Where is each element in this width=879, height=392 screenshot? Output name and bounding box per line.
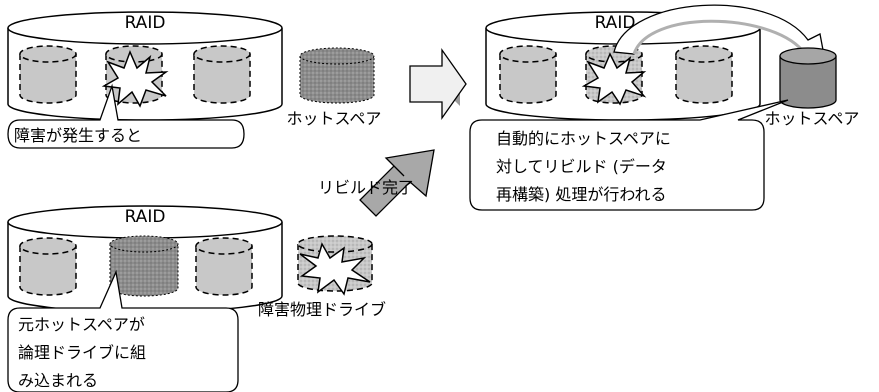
disk-1 [499,45,557,104]
callout-failure: 障害が発生すると [7,83,245,149]
disk-3 [195,237,253,296]
failure-burst-icon [299,242,371,296]
rebuild-complete-label: リビルド完了 [318,178,414,197]
failure-burst-icon [101,50,169,108]
raid-label: RAID [595,13,636,33]
callout-rebuild-line-1: 自動的にホットスペアに [496,129,671,148]
failure-burst-icon [581,52,647,106]
failed-drive-label: 障害物理ドライブ [258,300,386,319]
hot-spare-disk-active [779,47,837,109]
disk-2-failed [581,45,647,106]
panel-after-rebuild: RAID 障害物理ドライブ 元ホットスペアが 論理ドライブに組 み込まれる [7,205,386,392]
raid-label: RAID [125,207,166,227]
disk-2-failed [101,45,169,108]
callout-rebuild-line-2: 対してリビルド (データ [496,157,667,176]
flow-arrow-right-icon [409,47,467,121]
disk-1 [19,45,77,104]
disk-1 [19,237,77,296]
raid-label: RAID [125,13,166,33]
callout-result-line-2: 論理ドライブに組 [18,343,146,362]
callout-rebuild: 自動的にホットスペアに 対してリビルド (データ 再構築) 処理が行われる [469,99,789,211]
panel-rebuild: RAID ホットスペア 自動的にホットスペアに 対してリビルド (データ [469,4,860,211]
hot-spare-disk [299,47,375,104]
callout-result-line-3: み込まれる [18,371,98,390]
flow-arrow-diagonal-icon [359,149,435,217]
failed-physical-drive [297,235,373,296]
panel-before-failure: RAID ホットスペア 障害が発生すると [7,11,382,149]
callout-rebuild-line-3: 再構築) 処理が行われる [496,185,667,204]
callout-result: 元ホットスペアが 論理ドライブに組 み込まれる [7,269,239,392]
disk-2-former-spare [109,235,179,297]
disk-3 [193,45,251,104]
hot-spare-label: ホットスペア [765,109,860,128]
hot-spare-label: ホットスペア [287,109,382,128]
callout-result-line-1: 元ホットスペアが [18,315,145,334]
callout-failure-text: 障害が発生すると [14,126,142,145]
disk-3 [675,45,733,104]
